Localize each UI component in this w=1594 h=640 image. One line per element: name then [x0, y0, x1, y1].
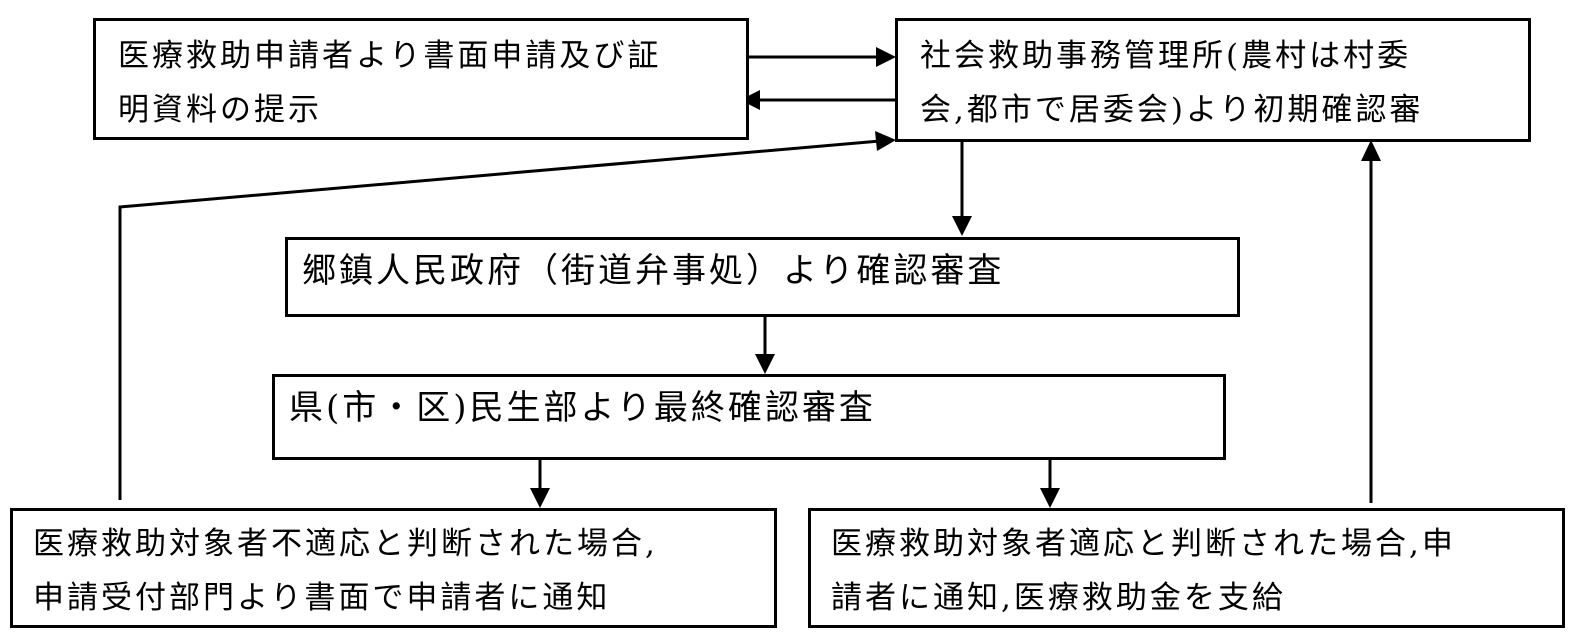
arrowhead-icon — [755, 354, 775, 374]
arrowhead-icon — [875, 131, 896, 151]
node-application-line1: 医療救助申請者より書面申請及び証 — [118, 38, 662, 74]
arrowhead-icon — [1040, 488, 1060, 508]
node-initial-review: 社会救助事務管理所(農村は村委 会,都市で居委会)より初期確認審 — [895, 18, 1531, 142]
node-initial-review-line1: 社会救助事務管理所(農村は村委 — [920, 38, 1412, 74]
node-township-review: 郷鎮人民政府（街道弁事処）より確認審査 — [285, 237, 1240, 317]
node-rejected-line1: 医療救助対象者不適応と判断された場合, — [33, 526, 658, 562]
node-initial-review-line2: 会,都市で居委会)より初期確認審 — [920, 92, 1424, 128]
arrowhead-icon — [1361, 140, 1381, 161]
arrowhead-icon — [876, 47, 896, 67]
node-final-review: 県(市・区)民生部より最終確認審査 — [272, 374, 1226, 460]
node-application-line2: 明資料の提示 — [118, 92, 322, 128]
arrowhead-icon — [952, 216, 972, 236]
node-application: 医療救助申請者より書面申請及び証 明資料の提示 — [93, 18, 749, 140]
node-approved: 医療救助対象者適応と判断された場合,申 請者に通知,医療救助金を支給 — [808, 508, 1565, 628]
node-rejected: 医療救助対象者不適応と判断された場合, 申請受付部門より書面で申請者に通知 — [10, 508, 777, 628]
node-township-review-line1: 郷鎮人民政府（街道弁事処）より確認審査 — [302, 251, 1005, 291]
node-final-review-line1: 県(市・区)民生部より最終確認審査 — [289, 388, 876, 428]
arrowhead-icon — [530, 488, 550, 508]
node-rejected-line2: 申請受付部門より書面で申請者に通知 — [33, 580, 611, 616]
node-approved-line2: 請者に通知,医療救助金を支給 — [831, 580, 1286, 616]
edge-rejected-to-initial-review — [118, 139, 881, 500]
arrowhead-icon — [740, 90, 760, 110]
node-approved-line1: 医療救助対象者適応と判断された場合,申 — [831, 526, 1456, 562]
